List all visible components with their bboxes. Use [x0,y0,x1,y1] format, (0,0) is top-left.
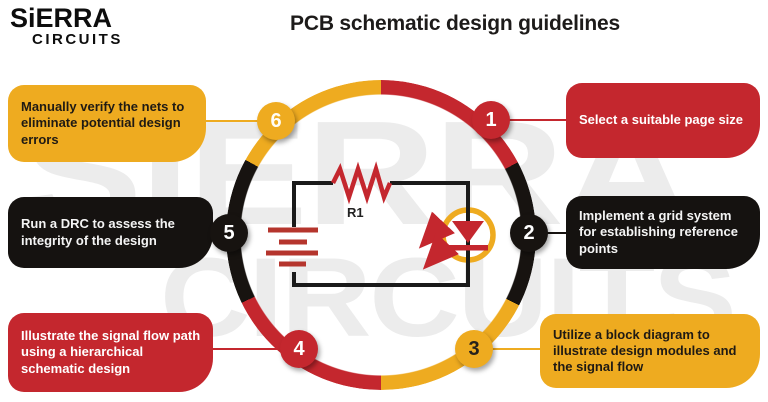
logo-wordmark: SiERRA [10,3,113,33]
step-2-callout: Implement a grid system for establishing… [566,196,760,269]
step-1-badge: 1 [472,101,510,139]
connector-step-2 [546,232,568,234]
step-2-text: Implement a grid system for establishing… [579,208,738,256]
step-1-callout: Select a suitable page size [566,83,760,158]
sierra-circuits-logo: SiERRA CIRCUITS [10,5,123,49]
step-5-text: Run a DRC to assess the integrity of the… [21,216,175,248]
led-cathode-bar [448,245,488,251]
led-diode-triangle [452,221,484,243]
resistor-symbol [330,161,393,205]
step-2-badge: 2 [510,214,548,252]
connector-step-4 [212,348,282,350]
logo-subtitle: CIRCUITS [32,31,123,48]
battery-symbol [266,227,318,267]
step-3-callout: Utilize a block diagram to illustrate de… [540,314,760,388]
step-5-badge: 5 [210,214,248,252]
connector-step-3 [492,348,542,350]
step-6-text: Manually verify the nets to eliminate po… [21,99,185,147]
step-3-text: Utilize a block diagram to illustrate de… [553,326,737,375]
led-circuit-schematic: R1 [266,161,496,287]
step-6-callout: Manually verify the nets to eliminate po… [8,85,206,162]
step-4-callout: Illustrate the signal flow path using a … [8,313,213,392]
step-6-badge: 6 [257,102,295,140]
step-4-badge: 4 [280,330,318,368]
resistor-label: R1 [347,205,364,220]
page-title: PCB schematic design guidelines [290,12,620,35]
connector-step-6 [204,120,259,122]
step-3-badge: 3 [455,330,493,368]
step-4-text: Illustrate the signal flow path using a … [21,328,201,376]
step-1-text: Select a suitable page size [579,112,744,128]
light-emission-arrows [418,211,459,270]
step-5-callout: Run a DRC to assess the integrity of the… [8,197,213,268]
connector-step-1 [508,119,568,121]
